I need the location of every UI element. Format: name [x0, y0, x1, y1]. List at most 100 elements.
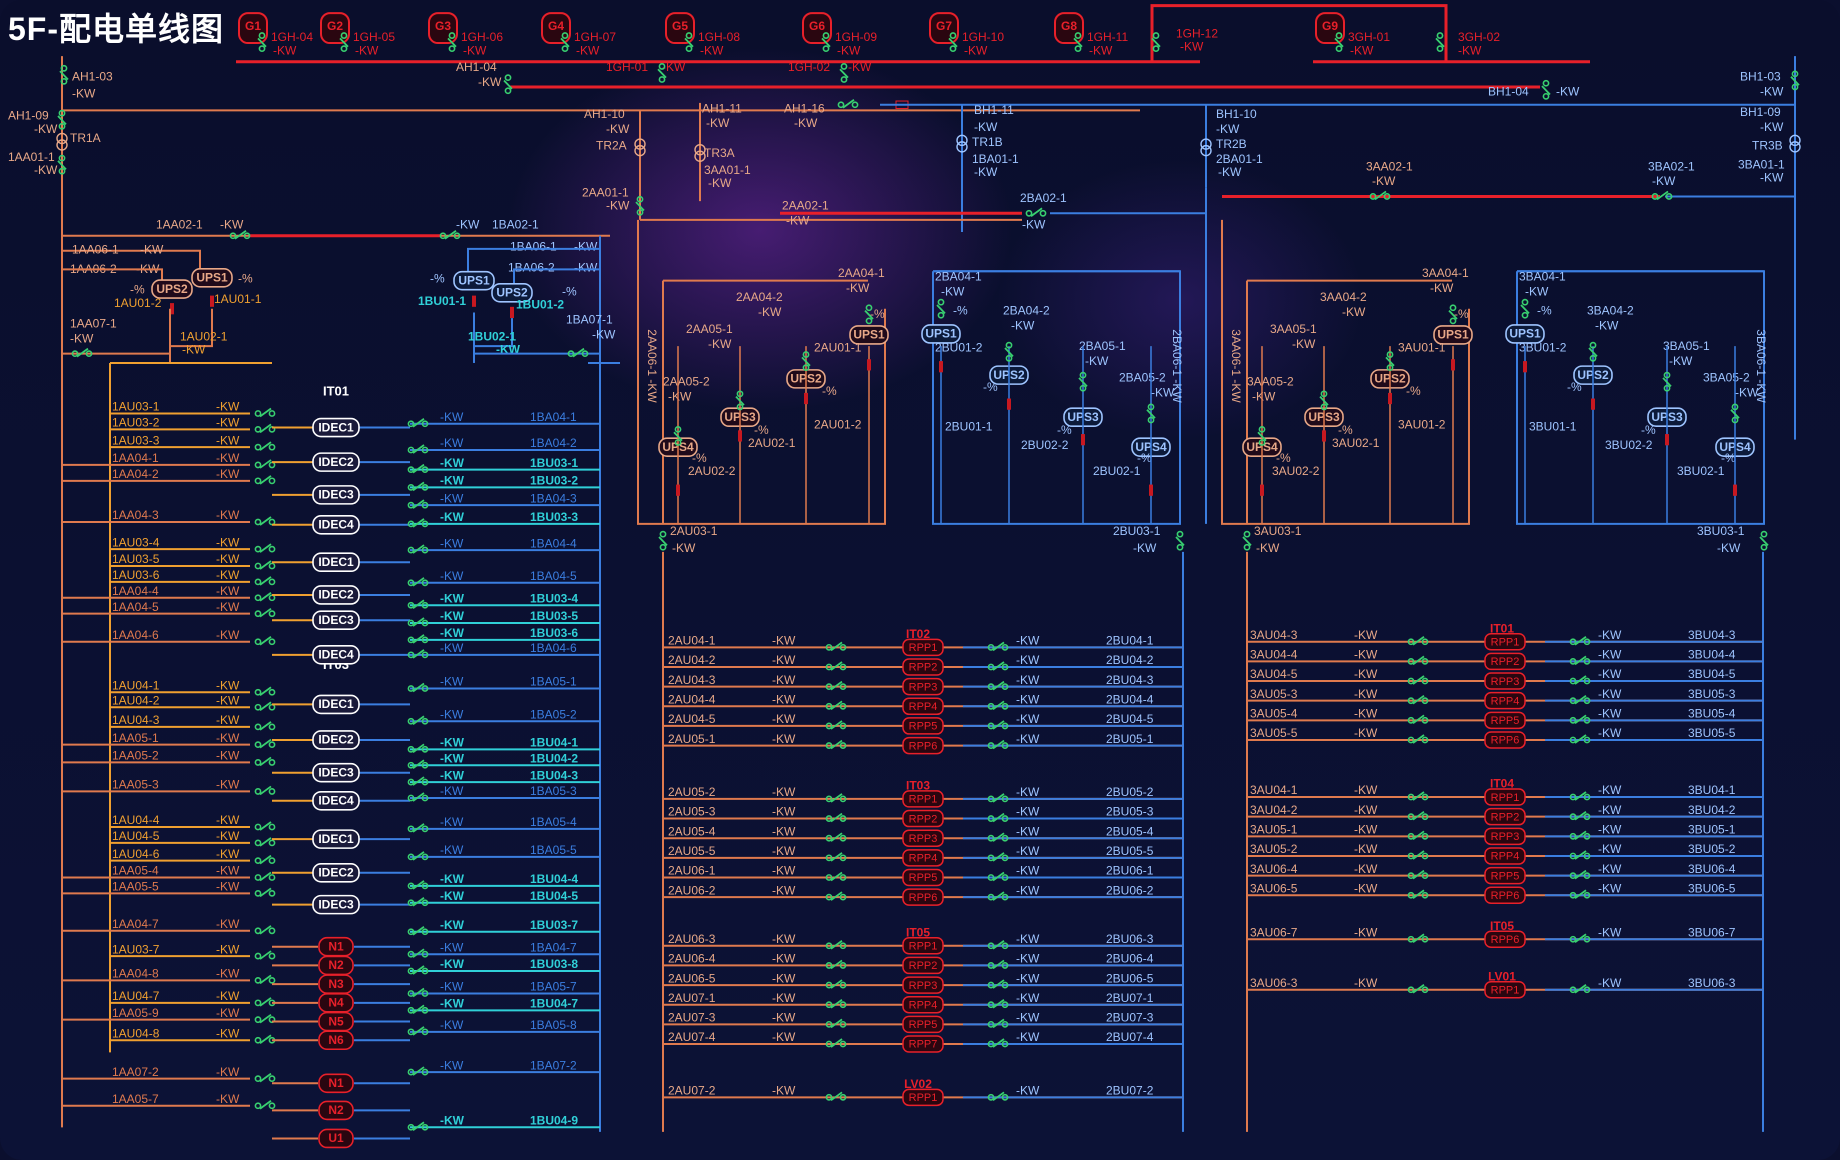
aa2011-breaker-icon: [635, 201, 645, 212]
bups2-box: [491, 283, 533, 303]
vertical-label: 2BA06-1 -KW: [1170, 329, 1184, 403]
feeder-label: 2AU04-1: [668, 634, 716, 648]
feeder-breaker-icon: [992, 871, 1005, 882]
kw-label: -KW: [1011, 318, 1035, 332]
feeder-breaker-icon: [268, 889, 276, 897]
red-breaker-icon: [867, 359, 871, 371]
ups-label: 3AA05-1: [1270, 322, 1317, 336]
rpp-label: RPP5: [909, 721, 938, 733]
group-name: IT03: [906, 779, 930, 793]
aa3021-label: 3AA02-1: [1366, 159, 1413, 173]
feeder-label: 3AU05-3: [1250, 687, 1298, 701]
kw-label: -KW: [772, 692, 796, 706]
breaker-icon: [1521, 298, 1529, 306]
red-breaker-icon: [738, 430, 742, 442]
feeder-breaker-icon: [1421, 657, 1429, 665]
feeder-breaker-icon: [1407, 986, 1415, 994]
feeder-breaker-icon: [825, 874, 833, 881]
feeder-breaker-icon: [254, 788, 262, 795]
rpp-label: RPP1: [1491, 792, 1520, 804]
feeder-breaker-icon: [1001, 981, 1009, 989]
3aa02-breaker-icon: [1369, 193, 1377, 200]
feeder-breaker-icon: [830, 793, 843, 803]
rpp-label: RPP4: [909, 853, 938, 865]
kw-label: -KW: [478, 75, 502, 89]
kw-label: -KW: [662, 60, 686, 74]
ups-label: 3BU03-1: [1697, 524, 1745, 538]
rpp-box: [902, 956, 944, 975]
feeder-breaker-icon: [1001, 722, 1009, 730]
breaker-icon: [1243, 530, 1251, 538]
generator-name: 1GH-07: [574, 30, 616, 44]
3ba02-breaker-icon: [1665, 193, 1673, 200]
feeder-breaker-icon: [259, 686, 272, 696]
feeder-breaker-icon: [1574, 984, 1587, 994]
feeder-label: 2AU04-4: [668, 692, 716, 706]
feeder-breaker-icon: [825, 962, 833, 969]
feeder-breaker-icon: [830, 940, 843, 950]
red-breaker-icon: [170, 303, 174, 315]
feeder-breaker-icon: [1001, 795, 1009, 803]
feeder-breaker-icon: [992, 979, 1005, 989]
ups-label: 2AU01-2: [814, 417, 862, 431]
feeder-breaker-icon: [254, 562, 262, 570]
feeder-breaker-icon: [992, 641, 1005, 652]
feeder-label: 2AU04-5: [668, 712, 716, 726]
feeder-breaker-icon: [268, 477, 276, 485]
feeder-breaker-icon: [1569, 986, 1577, 994]
group-name: LV02: [904, 1077, 932, 1091]
device-box-label: N1: [328, 1076, 344, 1090]
pct-label: -%: [1721, 451, 1736, 465]
device-box-label: IDEC2: [318, 588, 354, 602]
feeder-breaker-icon: [1583, 891, 1591, 899]
feeder-label: 1BA05-7: [530, 980, 577, 994]
feeder-breaker-icon: [1569, 677, 1577, 685]
kw-label: -KW: [1022, 217, 1046, 231]
feeder-label: 1AU04-3: [112, 713, 160, 727]
group-name: IT05: [1490, 919, 1514, 933]
bups1-box: [453, 270, 495, 291]
feeder-breaker-icon: [268, 788, 276, 795]
kw-label: -KW: [1669, 354, 1693, 368]
feeder-breaker-icon: [259, 636, 272, 646]
feeder-label: 3AU06-7: [1250, 925, 1298, 939]
rpp-label: RPP2: [909, 813, 938, 825]
kw-label: -KW: [216, 1026, 240, 1040]
feeder-breaker-icon: [1001, 815, 1009, 822]
transformer-icon: [56, 139, 68, 151]
kw-label: -KW: [1016, 932, 1040, 946]
rpp-label: RPP5: [1491, 870, 1520, 882]
feeder-breaker-icon: [1569, 935, 1577, 943]
aa071-label: 1AA07-1: [70, 316, 117, 330]
feeder-breaker-icon: [259, 607, 272, 618]
feeder-label: 1AA04-4: [112, 584, 159, 598]
feeder-label: 3AU06-3: [1250, 976, 1298, 990]
feeder-label: 1AU04-1: [112, 678, 160, 692]
ups1-box: [921, 324, 961, 344]
feeder-label: 1AA04-7: [112, 917, 159, 931]
rpp-box: [1484, 930, 1526, 948]
feeder-label: 2BU07-3: [1106, 1011, 1154, 1025]
bups2-box-label: UPS2: [496, 286, 528, 300]
kw-label: -KW: [1595, 318, 1619, 332]
kw-label: -KW: [216, 568, 240, 582]
feeder-label: 3AU04-4: [1250, 648, 1298, 662]
feeder-breaker-icon: [412, 792, 425, 802]
feeder-breaker-icon: [259, 459, 272, 469]
feeder-breaker-icon: [1412, 933, 1425, 943]
red-breaker-icon: [1665, 434, 1669, 446]
breaker-icon: [937, 311, 945, 319]
breaker-icon: [1520, 304, 1530, 315]
feeder-breaker-icon: [1412, 675, 1425, 685]
feeder-breaker-icon: [254, 741, 262, 749]
feeder-breaker-icon: [1412, 714, 1425, 725]
generator-label: G6: [809, 19, 825, 33]
ups-label: 3BU01-1: [1529, 419, 1577, 433]
aa011-breaker-icon: [58, 167, 66, 175]
feeder-breaker-icon: [1001, 962, 1009, 969]
feeder-label: 2BU05-1: [1106, 732, 1154, 746]
feeder-breaker-icon: [1001, 874, 1009, 881]
ups1-box: [1433, 325, 1473, 345]
feeder-breaker-icon: [992, 739, 1005, 750]
generator-label: G3: [435, 19, 451, 33]
